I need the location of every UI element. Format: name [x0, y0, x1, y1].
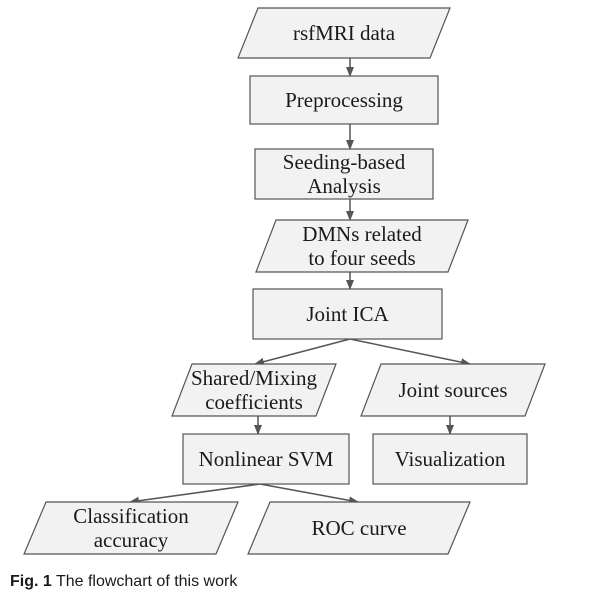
- figure-label: Fig. 1: [10, 573, 52, 590]
- node-label: Joint ICA: [306, 302, 389, 326]
- rectangle-shape: [252, 288, 443, 340]
- rectangle-shape: [372, 433, 528, 485]
- node-label: Joint sources: [398, 378, 507, 402]
- parallelogram-shape: [360, 363, 546, 417]
- node-label: Analysis: [307, 174, 381, 198]
- figure-caption: Fig. 1 The flowchart of this work: [10, 573, 237, 591]
- rectangle-shape: [254, 148, 434, 200]
- node-label: coefficients: [205, 390, 303, 414]
- node-preprocessing: Preprocessing: [249, 75, 439, 125]
- node-label: Preprocessing: [285, 88, 403, 112]
- node-label: to four seeds: [308, 246, 415, 270]
- node-label: Nonlinear SVM: [199, 447, 334, 471]
- rectangle-shape: [182, 433, 350, 485]
- node-svm: Nonlinear SVM: [182, 433, 350, 485]
- parallelogram-shape: [247, 501, 471, 555]
- node-label: DMNs related: [302, 222, 422, 246]
- parallelogram-shape: [23, 501, 239, 555]
- node-jointsources: Joint sources: [360, 363, 546, 417]
- parallelogram-shape: [171, 363, 337, 417]
- node-roc: ROC curve: [247, 501, 471, 555]
- node-label: Classification: [73, 504, 189, 528]
- node-label: Seeding-based: [283, 150, 406, 174]
- node-jointica: Joint ICA: [252, 288, 443, 340]
- parallelogram-shape: [237, 7, 451, 59]
- node-label: accuracy: [94, 528, 169, 552]
- arrow-svm-to-roc: [259, 483, 359, 505]
- figure-caption-text: The flowchart of this work: [51, 573, 238, 590]
- arrow-svm-to-classification: [129, 483, 261, 505]
- node-label: Visualization: [395, 447, 506, 471]
- node-label: rsfMRI data: [293, 21, 396, 45]
- rectangle-shape: [249, 75, 439, 125]
- parallelogram-shape: [255, 219, 469, 273]
- nodes-layer: rsfMRI dataPreprocessingSeeding-basedAna…: [23, 7, 546, 555]
- node-label: ROC curve: [311, 516, 406, 540]
- arrow-jointica-to-jointsources: [349, 338, 471, 367]
- node-label: Shared/Mixing: [191, 366, 317, 390]
- node-visualization: Visualization: [372, 433, 528, 485]
- edges-layer: [129, 58, 471, 505]
- node-rsfmri: rsfMRI data: [237, 7, 451, 59]
- arrow-jointica-to-shared: [254, 338, 351, 366]
